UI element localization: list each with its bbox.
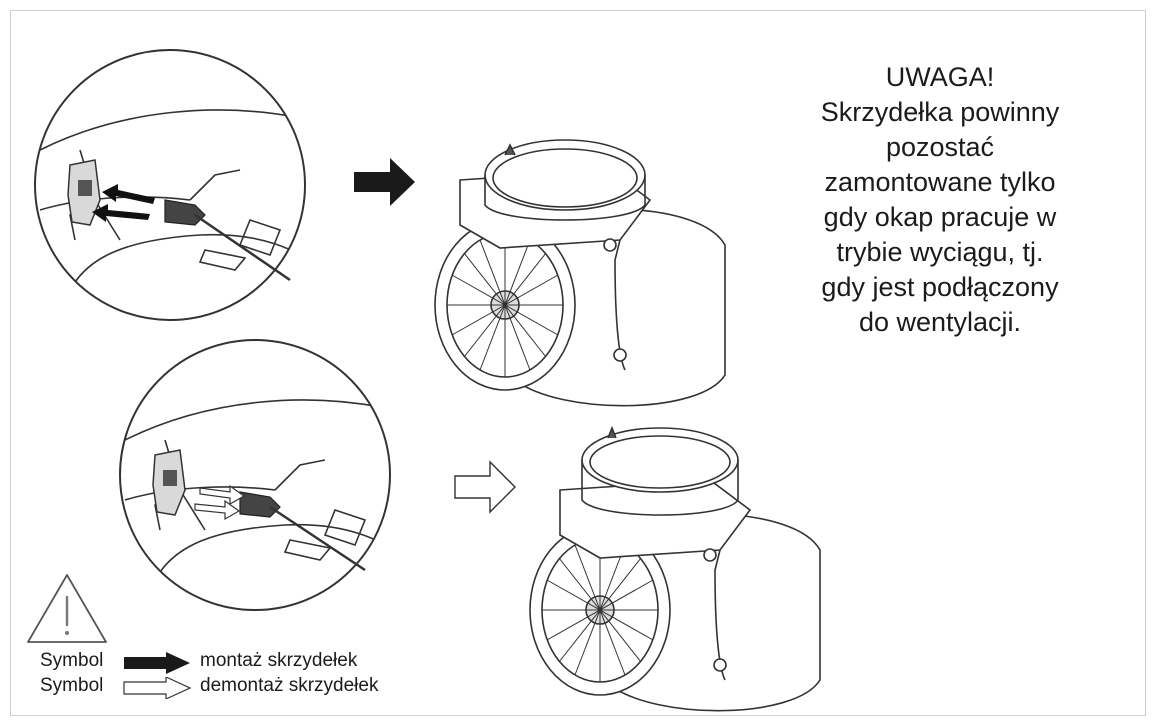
- warning-triangle-icon: [27, 574, 107, 643]
- detail-circle-removed: [119, 339, 391, 611]
- detail-circle-mounted: [34, 49, 306, 321]
- warning-note: UWAGA! Skrzydełka powinny pozostać zamon…: [760, 60, 1120, 340]
- outline-process-arrow-icon: [454, 460, 516, 514]
- warning-line: trybie wyciągu, tj.: [836, 237, 1044, 267]
- warning-line: Skrzydełka powinny: [820, 97, 1060, 127]
- wing-tab-bottom: [239, 491, 366, 572]
- filled-process-arrow-icon: [354, 158, 415, 206]
- warning-line: gdy okap pracuje w: [823, 202, 1057, 232]
- warning-line: do wentylacji.: [858, 307, 1022, 337]
- fan-unit-removed: [529, 425, 821, 712]
- warning-line: pozostać: [885, 132, 995, 162]
- filled-arrow-icon: [124, 652, 190, 674]
- figure-frame: [10, 10, 1146, 716]
- remove-arrows-bottom: [194, 484, 246, 521]
- fastener-clip-bottom: [152, 449, 186, 516]
- wing-tab-top: [164, 199, 291, 282]
- legend-mount-text: montaż skrzydełek: [200, 650, 358, 671]
- insert-arrows-top: [92, 184, 155, 222]
- legend-symbol-word: Symbol: [40, 675, 104, 696]
- legend-symbol-word: Symbol: [40, 650, 104, 671]
- warning-line: zamontowane tylko: [824, 167, 1056, 197]
- fan-unit-mounted: [434, 139, 726, 407]
- warning-line: UWAGA!: [885, 62, 995, 92]
- outline-arrow-icon: [123, 677, 192, 699]
- fastener-clip-top: [67, 159, 101, 226]
- legend-dismount-text: demontaż skrzydełek: [200, 675, 379, 696]
- warning-line: gdy jest podłączony: [821, 272, 1059, 302]
